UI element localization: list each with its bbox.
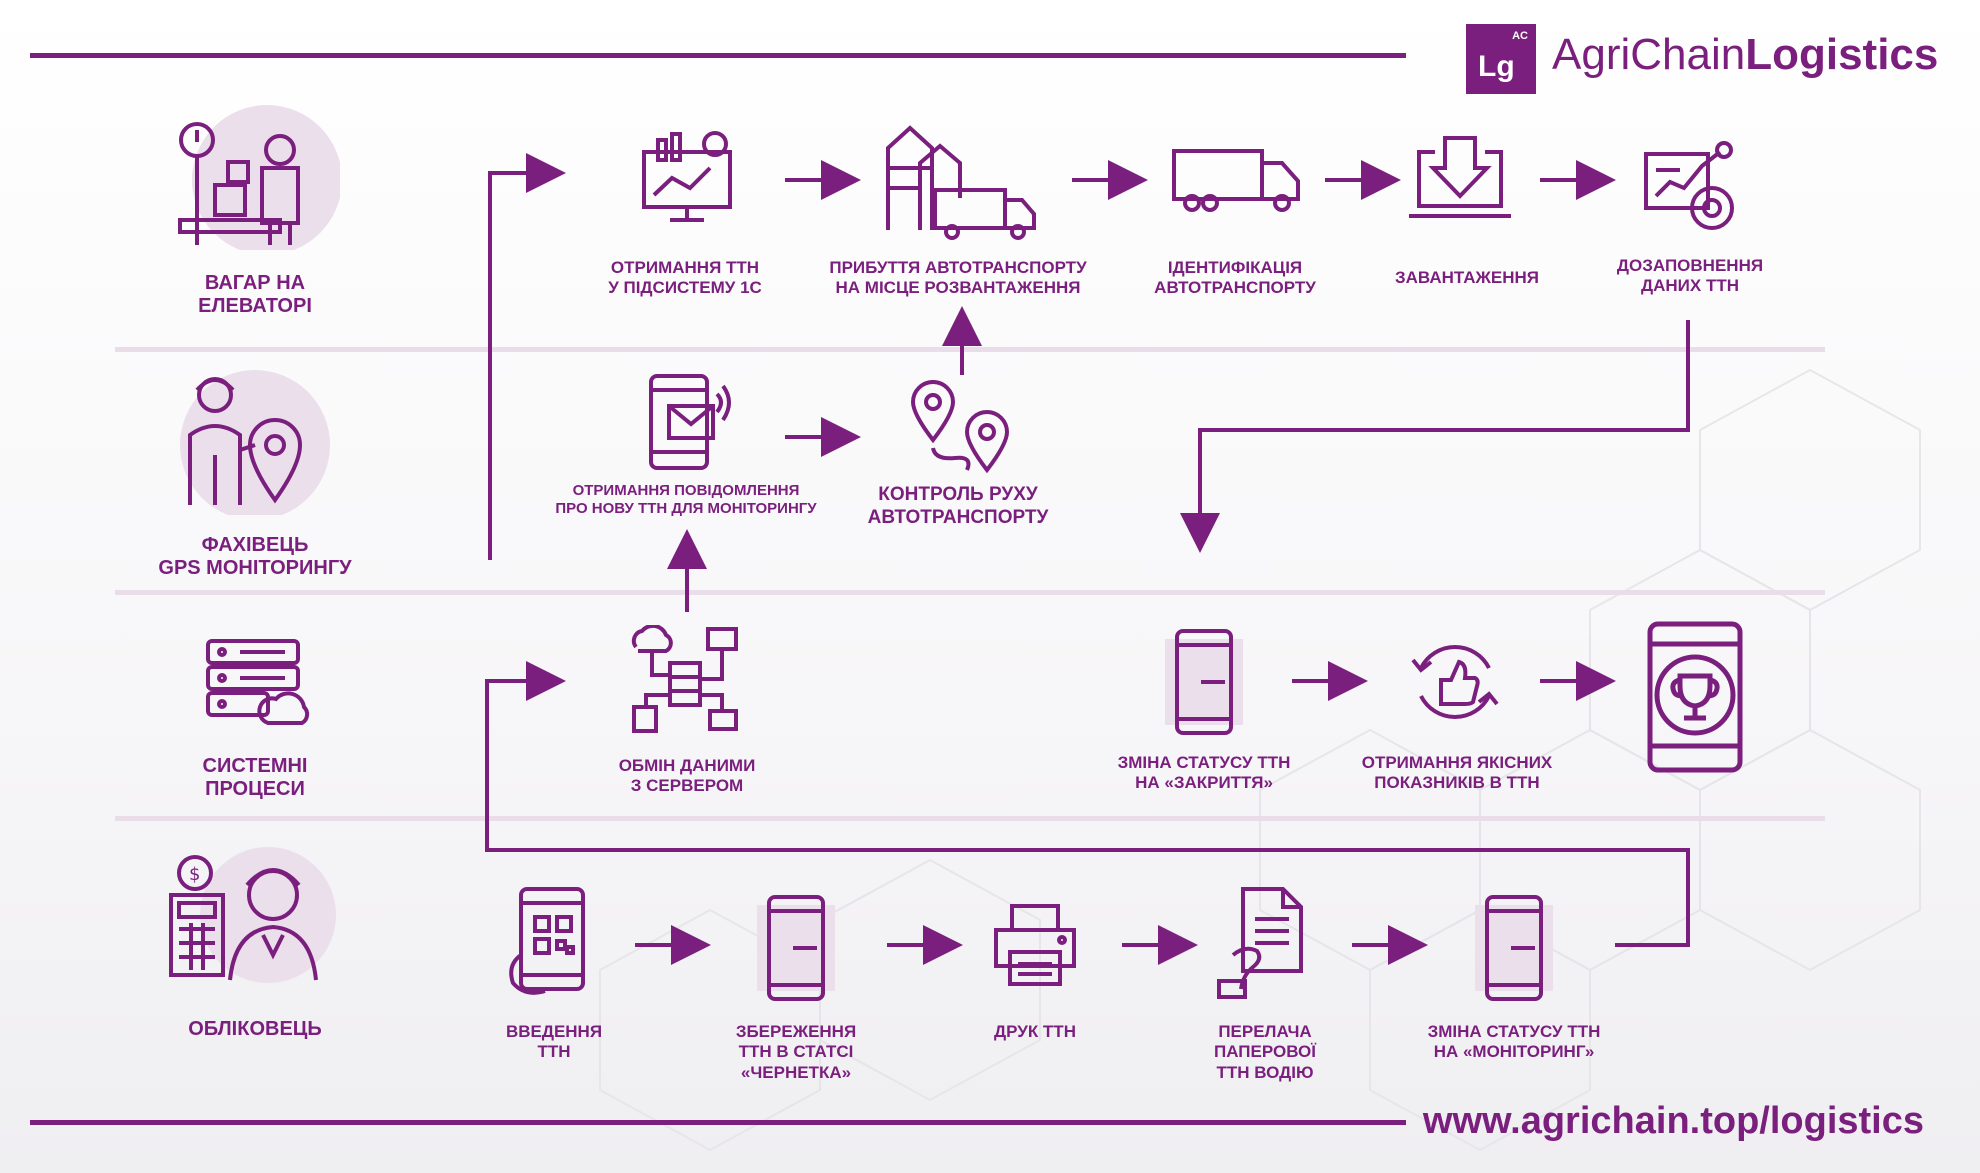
trophy-tablet-icon (1647, 621, 1743, 773)
step-save-draft: ЗБЕРЕЖЕННЯ ТТН В СТАТСІ «ЧЕРНЕТКА» (736, 1022, 856, 1083)
logo-mark: Lg (1478, 50, 1515, 83)
step-status-closed: ЗМІНА СТАТУСУ ТТН НА «ЗАКРИТТЯ» (1118, 753, 1291, 794)
gps-specialist-icon (180, 370, 330, 515)
step-label-line: ТТН (537, 1042, 571, 1062)
accountant-icon: $ (169, 847, 336, 983)
role-label-line: ЕЛЕВАТОРІ (198, 295, 312, 317)
brand-logo: AC Lg (1466, 24, 1536, 94)
step-label-line: НА «МОНІТОРИНГ» (1433, 1042, 1595, 1062)
download-laptop-icon (1409, 136, 1511, 218)
role-system-processes: СИСТЕМНІ ПРОЦЕСИ (203, 755, 308, 801)
step-exchange: ОБМІН ДАНИМИ З СЕРВЕРОМ (619, 756, 756, 797)
step-label-line: ТТН В СТАТСІ (738, 1042, 854, 1062)
phone-draft-icon (757, 895, 835, 1001)
connector (485, 661, 1690, 947)
step-label-line: ОБМІН ДАНИМИ (618, 756, 756, 775)
step-label-line: ДАНИХ ТТН (1641, 276, 1739, 296)
step-print: ДРУК ТТН (994, 1022, 1076, 1042)
role-accountant: ОБЛІКОВЕЦЬ (188, 1018, 322, 1041)
role-label-line: ВАГАР НА (204, 272, 306, 294)
step-arrival: ПРИБУТТЯ АВТОТРАНСПОРТУ НА МІСЦЕ РОЗВАНТ… (829, 258, 1086, 299)
role-gps-specialist: ФАХІВЕЦЬ GPS МОНІТОРИНГУ (158, 534, 351, 580)
step-label-line: ІДЕНТИФІКАЦІЯ (1167, 258, 1303, 277)
step-label-line: КОНТРОЛЬ РУХУ (878, 484, 1038, 505)
weigher-icon (178, 105, 340, 250)
top-rule (30, 53, 1406, 58)
step-label-line: НА «ЗАКРИТТЯ» (1135, 773, 1273, 793)
step-notify: ОТРИМАННЯ ПОВІДОМЛЕННЯ ПРО НОВУ ТТН ДЛЯ … (555, 482, 816, 518)
step-status-monitoring: ЗМІНА СТАТУСУ ТТН НА «МОНІТОРИНГ» (1428, 1022, 1601, 1063)
step-label-line: АВТОТРАНСПОРТУ (867, 506, 1049, 528)
data-exchange-icon (631, 625, 738, 733)
step-label-line: ПЕРЕЛАЧА (1218, 1022, 1312, 1041)
step-label-line: АВТОТРАНСПОРТУ (1154, 278, 1316, 298)
website-url[interactable]: www.agrichain.top/logistics (1422, 1100, 1924, 1142)
step-input-ttn: ВВЕДЕННЯ ТТН (506, 1022, 602, 1063)
truck-icon (1172, 149, 1300, 212)
connector (1180, 320, 1690, 553)
step-label-line: У ПІДСИСТЕМУ 1С (608, 278, 762, 298)
connector (488, 153, 566, 560)
step-label-line: ОТРИМАННЯ ПОВІДОМЛЕННЯ (572, 482, 800, 499)
role-label-line: ФАХІВЕЦЬ (201, 534, 309, 556)
svg-text:$: $ (189, 864, 200, 885)
hand-document-icon (1217, 887, 1303, 999)
role-weigher: ВАГАР НА ЕЛЕВАТОРІ (198, 272, 312, 318)
step-label-line: ОТРИМАННЯ ЯКІСНИХ (1361, 753, 1553, 772)
role-label-line: ПРОЦЕСИ (205, 778, 305, 800)
step-loading: ЗАВАНТАЖЕННЯ (1395, 268, 1539, 288)
step-label-line: З СЕРВЕРОМ (630, 776, 744, 796)
step-label-line: ПРО НОВУ ТТН ДЛЯ МОНІТОРИНГУ (555, 500, 817, 517)
role-label-line: ОБЛІКОВЕЦЬ (188, 1018, 322, 1040)
step-label-line: ПОКАЗНИКІВ В ТТН (1374, 773, 1540, 793)
phone-qr-icon (509, 887, 585, 995)
step-identification: ІДЕНТИФІКАЦІЯ АВТОТРАНСПОРТУ (1154, 258, 1316, 299)
step-label-line: «ЧЕРНЕТКА» (740, 1062, 852, 1082)
step-label-line: ЗБЕРЕЖЕННЯ (735, 1022, 857, 1041)
lane-separator (115, 347, 1825, 352)
role-label-line: СИСТЕМНІ (202, 755, 308, 777)
step-label-line: ВВЕДЕННЯ (505, 1022, 603, 1041)
step-receive-ttn: ОТРИМАННЯ ТТН У ПІДСИСТЕМУ 1С (608, 258, 762, 299)
step-label-line: ЗМІНА СТАТУСУ ТТН (1117, 753, 1291, 772)
server-icon (206, 639, 310, 725)
analytics-icon (1644, 141, 1734, 230)
step-label-line: ЗАВАНТАЖЕННЯ (1395, 268, 1539, 287)
brand-name-light: AgriChain (1552, 30, 1746, 79)
quality-refresh-icon (1411, 645, 1499, 719)
brand-name: AgriChainLogistics (1552, 30, 1938, 80)
step-label-line: НА МІСЦЕ РОЗВАНТАЖЕННЯ (835, 278, 1081, 298)
step-label-line: ЗМІНА СТАТУСУ ТТН (1427, 1022, 1601, 1041)
step-quality: ОТРИМАННЯ ЯКІСНИХ ПОКАЗНИКІВ В ТТН (1362, 753, 1553, 794)
silo-truck-icon (886, 125, 1036, 240)
step-handover: ПЕРЕЛАЧА ПАПЕРОВОЇ ТТН ВОДІЮ (1214, 1022, 1316, 1083)
role-label-line: GPS МОНІТОРИНГУ (158, 557, 352, 579)
lane-separator (115, 590, 1825, 595)
bottom-rule (30, 1120, 1406, 1125)
step-label-line: ДОЗАПОВНЕННЯ (1616, 256, 1764, 275)
route-pins-icon (910, 380, 1010, 474)
step-label-line: ПАПЕРОВОЇ (1214, 1042, 1316, 1062)
phone-status-icon (1165, 629, 1243, 735)
logo-superscript: AC (1512, 30, 1528, 42)
lane-separator (115, 816, 1825, 821)
step-label-line: ОТРИМАННЯ ТТН (610, 258, 760, 277)
step-label-line: ТТН ВОДІЮ (1216, 1062, 1314, 1082)
phone-message-icon (649, 374, 731, 470)
step-label-line: ПРИБУТТЯ АВТОТРАНСПОРТУ (829, 258, 1087, 277)
printer-icon (994, 904, 1076, 986)
step-label-line: ДРУК ТТН (994, 1022, 1076, 1041)
brand-name-bold: Logistics (1745, 30, 1939, 79)
monitor-chart-icon (642, 131, 732, 222)
step-fill-data: ДОЗАПОВНЕННЯ ДАНИХ ТТН (1617, 256, 1763, 297)
step-track: КОНТРОЛЬ РУХУ АВТОТРАНСПОРТУ (868, 484, 1049, 530)
phone-monitoring-icon (1475, 895, 1553, 1001)
